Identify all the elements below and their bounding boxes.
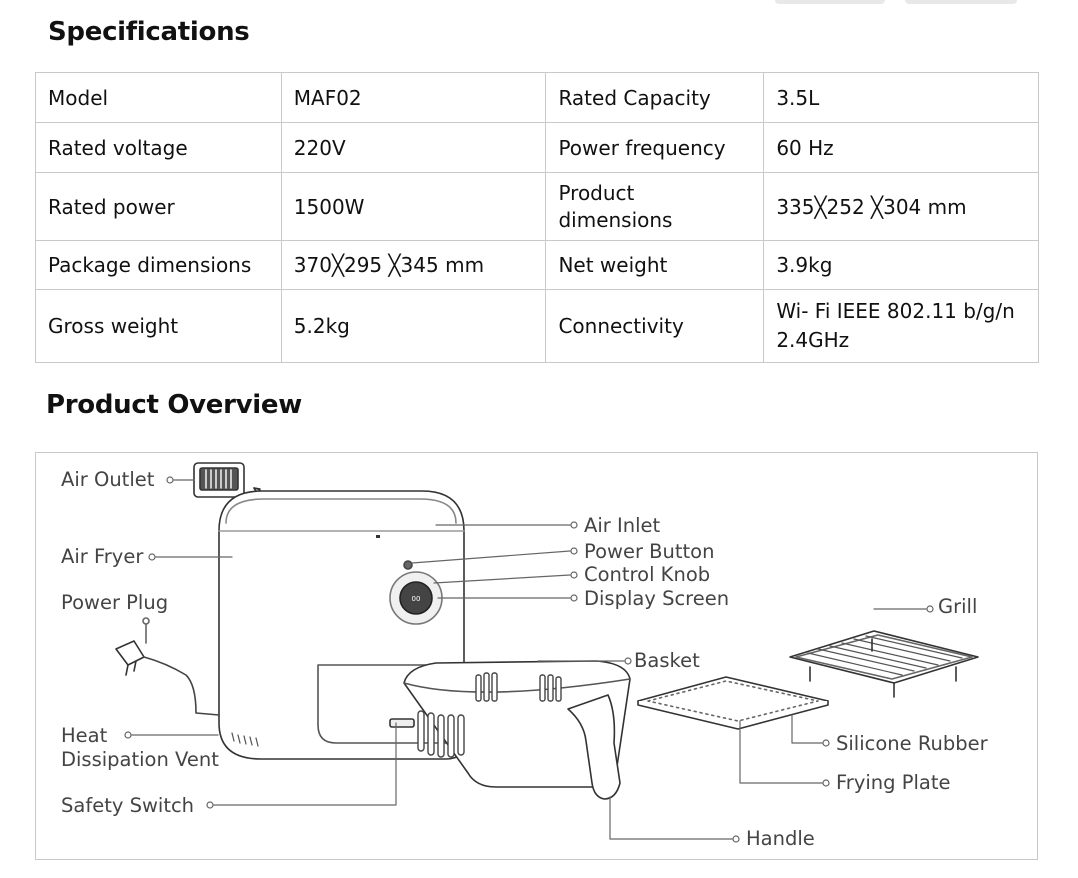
label-air-outlet: Air Outlet (61, 468, 155, 491)
spec-value: 335╳252 ╳304 mm (763, 172, 1039, 241)
label-dissipation-vent: Dissipation Vent (61, 748, 219, 771)
table-row: Package dimensions 370╳295 ╳345 mm Net w… (35, 240, 1039, 290)
air-fryer-illustration: 00 (115, 462, 979, 843)
specifications-heading: Specifications (48, 17, 250, 47)
leader-lines (124, 476, 934, 843)
grill-icon (789, 630, 979, 698)
basket-icon (403, 660, 631, 800)
product-overview-diagram: 00 (35, 452, 1038, 860)
spec-label: Package dimensions (35, 240, 282, 290)
label-display-screen: Display Screen (584, 587, 730, 610)
spec-value: MAF02 (280, 72, 547, 123)
spec-value: 1500W (280, 172, 547, 241)
label-air-fryer: Air Fryer (61, 545, 144, 568)
label-air-inlet: Air Inlet (584, 514, 661, 537)
frying-plate-icon (637, 676, 829, 730)
spec-value: 3.9kg (763, 240, 1039, 290)
label-frying-plate: Frying Plate (836, 771, 951, 794)
spec-value: 220V (280, 122, 547, 173)
spec-label: Net weight (545, 240, 765, 290)
spec-value: 370╳295 ╳345 mm (280, 240, 547, 290)
table-row: Model MAF02 Rated Capacity 3.5L (35, 72, 1039, 123)
spec-label: Product dimensions (545, 172, 765, 241)
heat-vent-lines (231, 732, 259, 747)
label-power-plug: Power Plug (61, 591, 169, 614)
label-heat: Heat (61, 724, 108, 747)
spec-value: 3.5L (763, 72, 1039, 123)
product-overview-heading: Product Overview (46, 390, 302, 420)
power-plug-icon (115, 617, 220, 716)
spec-label: Connectivity (545, 289, 765, 363)
spec-label: Rated voltage (35, 122, 282, 173)
spec-value: Wi- Fi IEEE 802.11 b/g/n 2.4GHz (763, 289, 1039, 363)
spec-value: 60 Hz (763, 122, 1039, 173)
table-row: Rated power 1500W Product dimensions 335… (35, 172, 1039, 241)
spec-label: Rated power (35, 172, 282, 241)
label-control-knob: Control Knob (584, 563, 711, 586)
specifications-table: Model MAF02 Rated Capacity 3.5L Rated vo… (35, 72, 1039, 363)
label-grill: Grill (938, 595, 978, 618)
label-handle: Handle (746, 827, 815, 850)
spec-label: Rated Capacity (545, 72, 765, 123)
label-safety-switch: Safety Switch (61, 794, 195, 817)
spec-value: 5.2kg (280, 289, 547, 363)
label-silicone-rubber: Silicone Rubber (836, 732, 988, 755)
top-edge-tab (775, 0, 885, 4)
spec-label: Model (35, 72, 282, 123)
table-row: Rated voltage 220V Power frequency 60 Hz (35, 122, 1039, 173)
spec-label: Power frequency (545, 122, 765, 173)
label-basket: Basket (634, 649, 700, 672)
label-power-button: Power Button (584, 540, 715, 563)
svg-text:00: 00 (412, 595, 421, 603)
top-edge-tab (905, 0, 1017, 4)
table-row: Gross weight 5.2kg Connectivity Wi- Fi I… (35, 289, 1039, 363)
spec-label: Gross weight (35, 289, 282, 363)
